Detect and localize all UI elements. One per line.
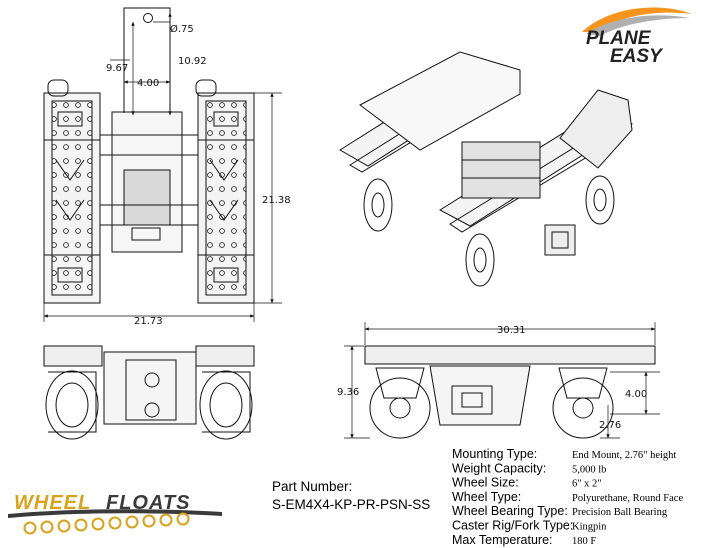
logo-floats-text: FLOATS (106, 492, 191, 514)
isometric-view-drawing (339, 51, 634, 287)
overall-length-label: 21.38 (262, 195, 291, 206)
wheel-floats-logo: WHEEL FLOATS (8, 492, 222, 535)
mount-width-label: 4.00 (137, 78, 159, 89)
spec-label: Wheel Size: (452, 476, 519, 490)
spec-value: 5,000 lb (572, 464, 606, 475)
side-length-label: 30.31 (497, 325, 526, 336)
spec-label: Wheel Bearing Type: (452, 504, 568, 518)
top-offset-right-label: 10.92 (178, 56, 207, 67)
top-view-drawing (43, 7, 255, 304)
pin-diameter-label: Ø.75 (170, 23, 194, 35)
plane-easy-logo: PLANE EASY (582, 7, 692, 67)
spec-value: 180 F (572, 536, 596, 547)
spec-value: Precision Ball Bearing (572, 507, 668, 518)
spec-label: Mounting Type: (452, 447, 537, 461)
spec-label: Caster Rig/Fork Type: (452, 519, 573, 533)
overall-width-label: 21.73 (134, 316, 163, 327)
side-view-dimensions (344, 322, 660, 439)
spec-label: Weight Capacity: (452, 461, 546, 475)
spec-label: Wheel Type: (452, 490, 521, 504)
logo-plane-text: PLANE (586, 28, 652, 49)
mount-low-label: 2.76 (599, 420, 621, 431)
spec-value: Polyurethane, Round Face (572, 493, 683, 504)
logo-swoosh-icon (582, 7, 692, 32)
side-view-drawing (364, 345, 656, 439)
logo-wheel-text: WHEEL (14, 492, 91, 514)
side-height-label: 9.36 (337, 387, 359, 398)
top-offset-left-label: 9.67 (106, 63, 128, 74)
top-view-dimensions (43, 12, 282, 322)
spec-label: Max Temperature: (452, 533, 553, 547)
part-number-label: Part Number: (272, 479, 352, 494)
logo-easy-text: EASY (610, 46, 664, 67)
spec-value: Kingpin (572, 522, 607, 533)
spec-table: Mounting Type: End Mount, 2.76" heightWei… (452, 447, 683, 547)
front-view-drawing (43, 345, 255, 440)
spec-value: 6" x 2" (572, 479, 602, 490)
spec-value: End Mount, 2.76" height (572, 450, 676, 461)
wheel-row-icon (23, 512, 190, 535)
part-number-value: S-EM4X4-KP-PR-PSN-SS (272, 497, 430, 512)
mount-height-label: 4.00 (625, 389, 647, 400)
